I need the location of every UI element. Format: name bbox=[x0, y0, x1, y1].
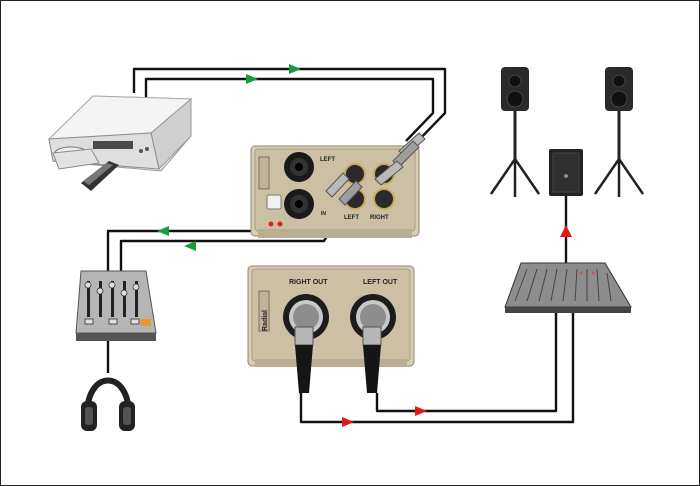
dj-mixer-icon bbox=[76, 271, 156, 341]
pa-speaker-right bbox=[595, 67, 643, 197]
arrow-up-sub bbox=[560, 225, 572, 237]
rear-unit: Radial RIGHT OUT LEFT OUT bbox=[248, 266, 414, 393]
arrow-left-1 bbox=[157, 226, 169, 236]
xlr-plug-left bbox=[363, 327, 381, 393]
mixing-console-icon bbox=[505, 263, 631, 313]
label-left-out: LEFT OUT bbox=[363, 279, 398, 286]
label-left: LEFT bbox=[320, 157, 335, 163]
cd-player-icon bbox=[49, 96, 191, 191]
combo-jack-left bbox=[284, 152, 314, 182]
label-right-out: RIGHT OUT bbox=[289, 279, 328, 286]
label-brand: Radial bbox=[262, 310, 269, 331]
arrow-right-1 bbox=[246, 74, 258, 84]
arrows bbox=[157, 64, 572, 427]
arrow-left-2 bbox=[184, 241, 196, 251]
xlr-plug-right bbox=[295, 327, 313, 393]
label-right: RIGHT bbox=[370, 215, 389, 221]
headphones-icon bbox=[81, 381, 135, 432]
label-left-bottom: LEFT bbox=[344, 215, 359, 221]
arrow-right-3 bbox=[342, 417, 354, 427]
arrow-right-2 bbox=[289, 64, 301, 74]
arrow-right-4 bbox=[415, 406, 427, 416]
subwoofer-icon bbox=[549, 149, 583, 196]
combo-jack-right bbox=[284, 189, 314, 219]
label-in: IN bbox=[321, 211, 326, 217]
front-unit: LEFT RIGHT LEFT IN bbox=[251, 133, 425, 238]
pa-speaker-left bbox=[491, 67, 539, 197]
